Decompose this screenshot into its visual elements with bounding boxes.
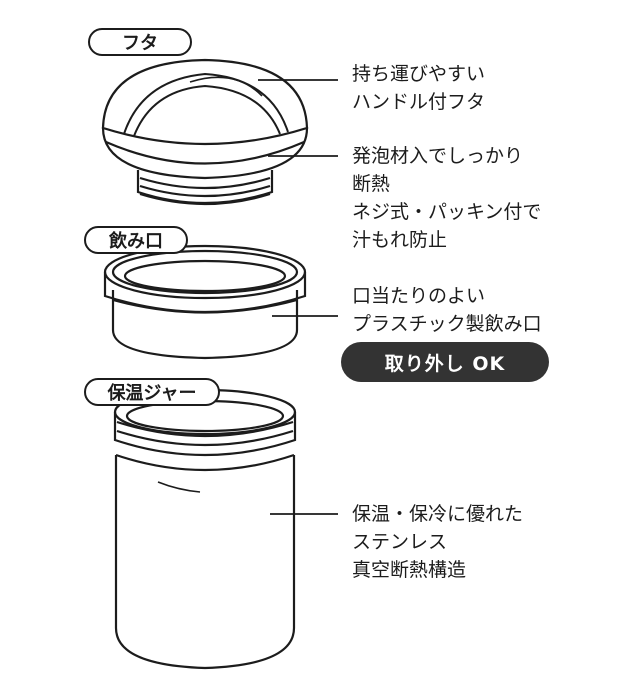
leader-lines — [258, 79, 338, 515]
note-line: ハンドル付フタ — [352, 91, 486, 113]
lid-label: フタ — [88, 28, 192, 56]
note-line: プラスチック製飲み口 — [352, 313, 542, 335]
note-line: 保温・保冷に優れた — [352, 503, 524, 525]
lid-insulation-note: 発泡材入でしっかり 断熱 — [352, 142, 523, 198]
jar-drawing — [113, 388, 297, 670]
note-line: 持ち運びやすい — [352, 63, 486, 85]
lid-seal-note: ネジ式・パッキン付で 汁もれ防止 — [352, 198, 541, 254]
lid-handle-note: 持ち運びやすい ハンドル付フタ — [352, 60, 485, 116]
note-line: 発泡材入でしっかり — [352, 145, 524, 167]
note-line: ネジ式・パッキン付で — [352, 201, 542, 223]
note-line: 断熱 — [352, 173, 391, 195]
removable-badge: 取り外し OK — [341, 342, 549, 382]
jar-label: 保温ジャー — [84, 378, 220, 406]
note-line: 口当たりのよい — [352, 285, 486, 307]
note-line: ステンレス — [352, 531, 448, 553]
note-line: 真空断熱構造 — [352, 559, 467, 581]
lid-drawing — [101, 58, 309, 206]
spout-note: 口当たりのよい プラスチック製飲み口 — [352, 282, 542, 338]
spout-label: 飲み口 — [84, 226, 188, 254]
spout-drawing — [103, 244, 307, 360]
note-line: 汁もれ防止 — [352, 229, 448, 251]
jar-note: 保温・保冷に優れた ステンレス 真空断熱構造 — [352, 500, 523, 584]
